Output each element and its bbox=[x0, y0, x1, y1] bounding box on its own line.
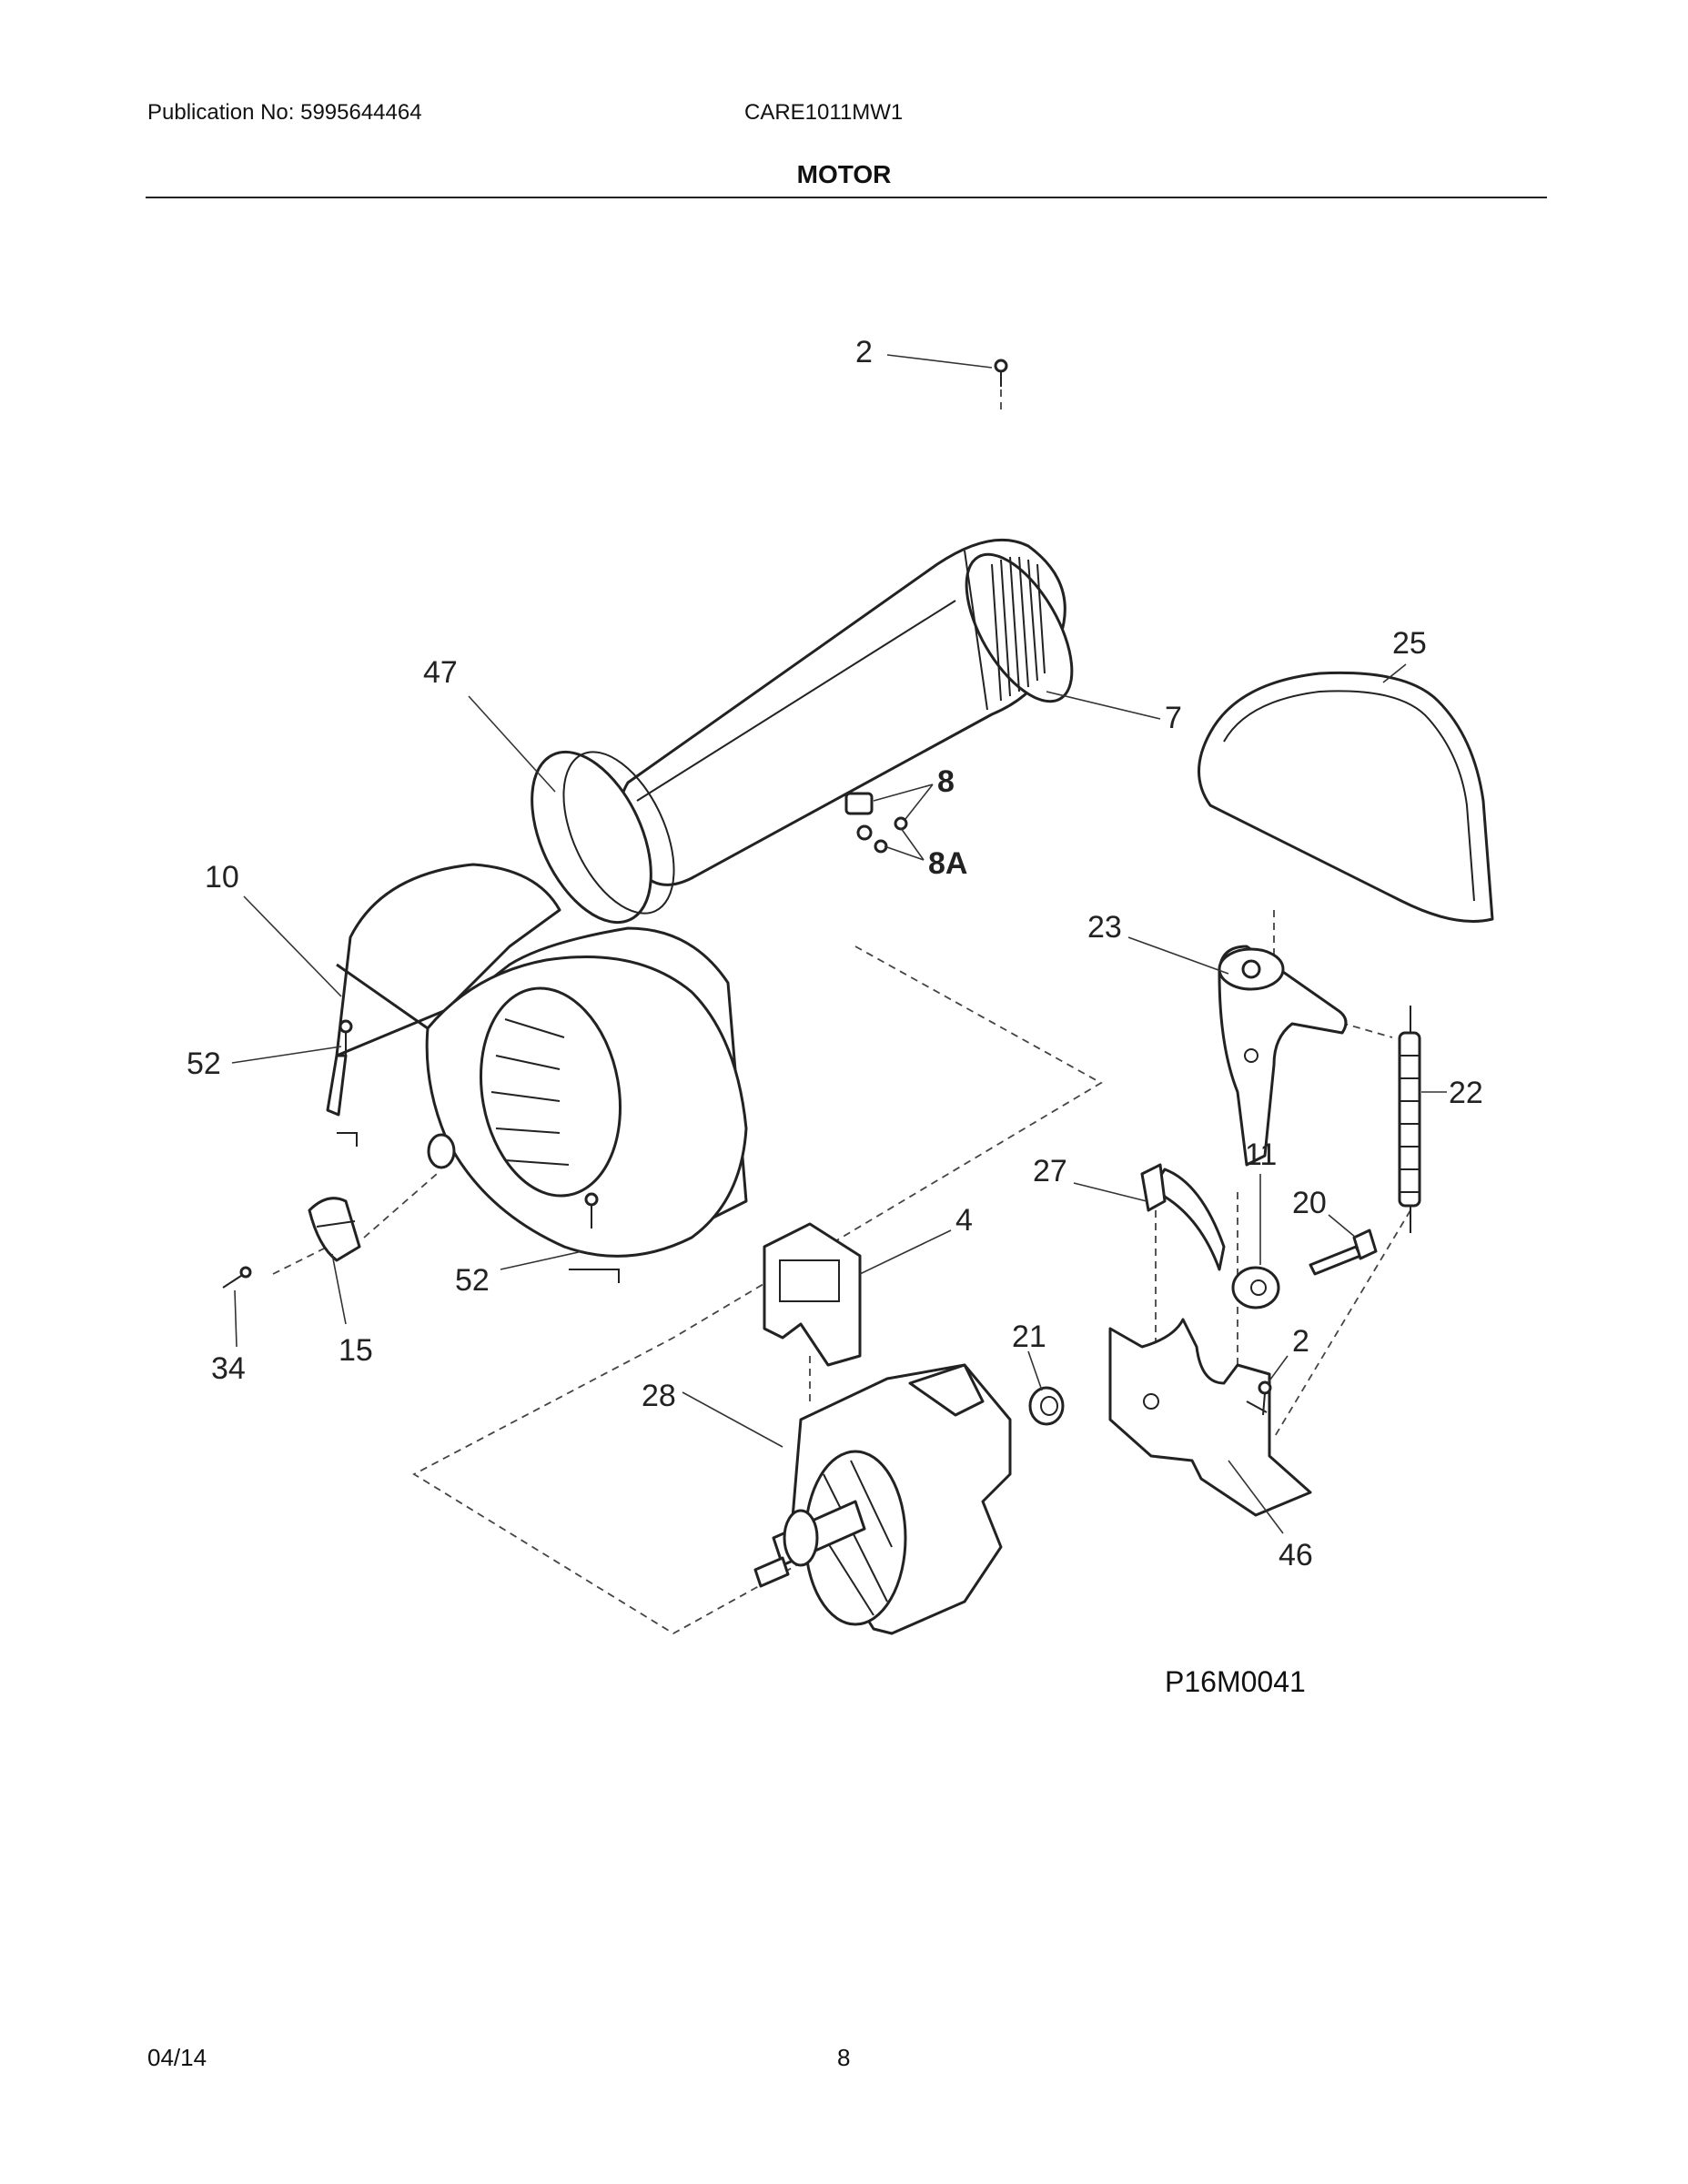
mounting-plate-part bbox=[1108, 1318, 1312, 1517]
callout-labels: 2 47 25 7 8 8A 10 23 52 22 11 27 20 4 52… bbox=[187, 335, 1483, 1572]
callout-20: 20 bbox=[1292, 1186, 1327, 1220]
tension-spring-part bbox=[1398, 1006, 1421, 1233]
callout-15: 15 bbox=[339, 1333, 373, 1368]
callout-25: 25 bbox=[1392, 626, 1427, 661]
callout-8: 8 bbox=[937, 764, 955, 799]
callout-8a: 8A bbox=[928, 846, 967, 881]
callout-47: 47 bbox=[423, 655, 458, 690]
idler-pulley-part bbox=[1218, 945, 1348, 1167]
blower-housing-part bbox=[326, 863, 748, 1283]
callout-52-upper: 52 bbox=[187, 1046, 221, 1081]
belt-clip-part bbox=[1140, 1163, 1226, 1271]
callout-52-lower: 52 bbox=[455, 1263, 490, 1298]
callout-7: 7 bbox=[1165, 701, 1182, 735]
sensor-screw-part bbox=[222, 1266, 252, 1289]
callout-46: 46 bbox=[1279, 1538, 1313, 1572]
ring-seal-part bbox=[531, 750, 675, 925]
header-divider bbox=[146, 197, 1547, 198]
callout-11: 11 bbox=[1245, 1138, 1277, 1172]
callout-34: 34 bbox=[211, 1351, 246, 1386]
publication-number: Publication No: 5995644464 bbox=[147, 100, 422, 125]
callout-2-bottom: 2 bbox=[1292, 1324, 1309, 1359]
sensor-part bbox=[308, 1197, 361, 1262]
thermostat-part bbox=[844, 792, 908, 854]
section-title: MOTOR bbox=[796, 160, 892, 188]
revision-date: 04/14 bbox=[147, 2044, 207, 2071]
bearing-part bbox=[1028, 1386, 1065, 1426]
callout-22: 22 bbox=[1449, 1076, 1483, 1110]
bushing-part bbox=[1231, 1266, 1280, 1309]
plate-screw-part bbox=[1258, 1380, 1272, 1416]
drum-tube-part bbox=[618, 538, 1074, 886]
callout-2-top: 2 bbox=[855, 335, 873, 369]
callout-23: 23 bbox=[1087, 910, 1122, 945]
motor-bracket-part bbox=[763, 1222, 862, 1367]
drive-belt-part bbox=[1198, 671, 1494, 923]
callout-28: 28 bbox=[642, 1379, 676, 1413]
pivot-bolt-part bbox=[1309, 1228, 1378, 1276]
model-number: CARE1011MW1 bbox=[744, 100, 904, 125]
top-screw-part bbox=[994, 359, 1008, 387]
callout-4: 4 bbox=[955, 1203, 973, 1238]
callout-10: 10 bbox=[205, 860, 239, 895]
leader-lines bbox=[231, 354, 1447, 1534]
housing-screw-part bbox=[339, 1019, 599, 1228]
drive-motor-part bbox=[753, 1363, 1012, 1635]
callout-21: 21 bbox=[1012, 1320, 1046, 1354]
page-number: 8 bbox=[837, 2044, 851, 2071]
callout-27: 27 bbox=[1033, 1154, 1067, 1188]
drawing-code: P16M0041 bbox=[1165, 1665, 1306, 1698]
